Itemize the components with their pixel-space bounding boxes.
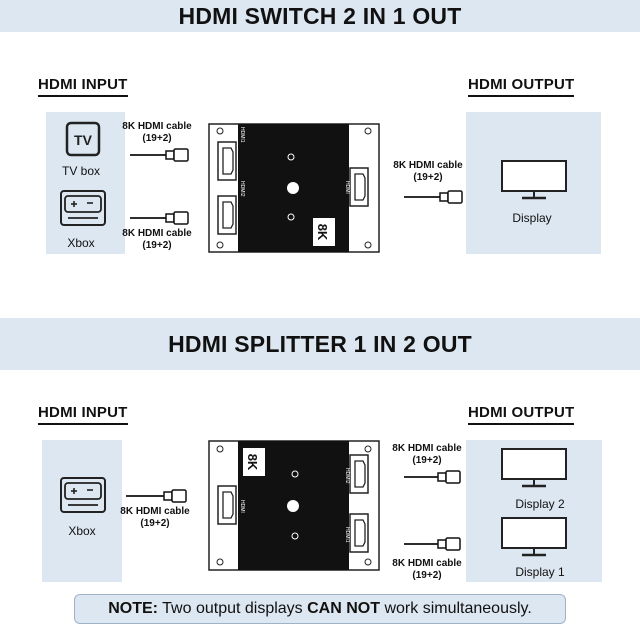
switch-title: HDMI SWITCH 2 IN 1 OUT [178,2,462,29]
splitter-cable-out-1 [404,470,461,484]
splitter-input-label: HDMI INPUT [38,404,128,425]
splitter-cable-label-1: 8K HDMI cable (19+2) [110,506,200,530]
note-prefix: NOTE: [108,600,158,617]
splitter-cable-label-2-line2: (19+2) [412,455,442,466]
cable-label-2: 8K HDMI cable (19+2) [112,228,202,252]
switch-title-band: HDMI SWITCH 2 IN 1 OUT [0,0,640,32]
splitter-output-label: HDMI OUTPUT [468,404,575,425]
splitter-cable-label-3: 8K HDMI cable (19+2) [382,558,472,582]
splitter-cable-in [126,489,187,503]
device-label-tv-box: TV box [61,164,100,178]
splitter-cable-out-2 [404,537,461,551]
switch-cable-in-2 [130,211,189,225]
note-box: NOTE: Two output displays CAN NOT work s… [74,594,566,624]
hdmi-splitter-device: HDMI HDMI2 HDMI1 8K [208,440,380,571]
splitter-device-label-xbox: Xbox [68,524,96,538]
display-1-label: Display 1 [515,565,565,579]
xbox-icon [60,190,106,226]
splitter-title-band: HDMI SPLITTER 1 IN 2 OUT [0,318,640,370]
splitter-cable-label-1-line2: (19+2) [140,518,170,529]
splitter-cable-label-2: 8K HDMI cable (19+2) [382,443,472,467]
splitter-title: HDMI SPLITTER 1 IN 2 OUT [168,330,472,357]
device-label-xbox: Xbox [67,236,95,250]
splitter-port-label-out-2: HDMI2 [344,468,350,484]
display-2-label: Display 2 [515,497,565,511]
cable-label-3-line2: (19+2) [413,172,443,183]
display-1-icon [500,516,568,557]
cable-label-2-line2: (19+2) [142,240,172,251]
splitter-cable-label-2-line1: 8K HDMI cable [392,443,462,454]
cable-label-1: 8K HDMI cable (19+2) [112,121,202,145]
splitter-cable-label-1-line1: 8K HDMI cable [120,506,190,517]
cable-label-3: 8K HDMI cable (19+2) [383,160,473,184]
cable-label-1-line2: (19+2) [142,133,172,144]
splitter-8k-badge: 8K [245,454,260,471]
note-text-before: Two output displays [158,600,308,617]
switch-port-label-1: HDMI1 [239,127,245,143]
display-2-icon [500,447,568,488]
note-text-after: work simultaneously. [380,600,532,617]
cable-label-3-line1: 8K HDMI cable [393,160,463,171]
splitter-cable-label-3-line2: (19+2) [412,570,442,581]
cable-label-1-line1: 8K HDMI cable [122,121,192,132]
switch-8k-badge: 8K [315,224,330,241]
splitter-xbox-icon [60,477,106,513]
note-emphasis: CAN NOT [307,600,381,617]
switch-output-label: HDMI OUTPUT [468,76,575,97]
switch-port-label-out: HDMI [344,181,350,194]
switch-cable-in-1 [130,148,189,162]
switch-input-panel [46,112,125,254]
cable-label-2-line1: 8K HDMI cable [122,228,192,239]
switch-input-label: HDMI INPUT [38,76,128,97]
hdmi-switch-device: HDMI1 HDMI2 HDMI 8K [208,123,380,253]
display-label: Display [512,211,552,225]
display-icon [500,159,568,200]
switch-cable-out [404,190,463,204]
tv-box-icon: TV [65,121,101,157]
svg-text:TV: TV [74,132,93,148]
splitter-port-label-out-1: HDMI1 [344,527,350,543]
switch-port-label-2: HDMI2 [239,181,245,197]
splitter-cable-label-3-line1: 8K HDMI cable [392,558,462,569]
splitter-port-label-in: HDMI [239,500,245,513]
